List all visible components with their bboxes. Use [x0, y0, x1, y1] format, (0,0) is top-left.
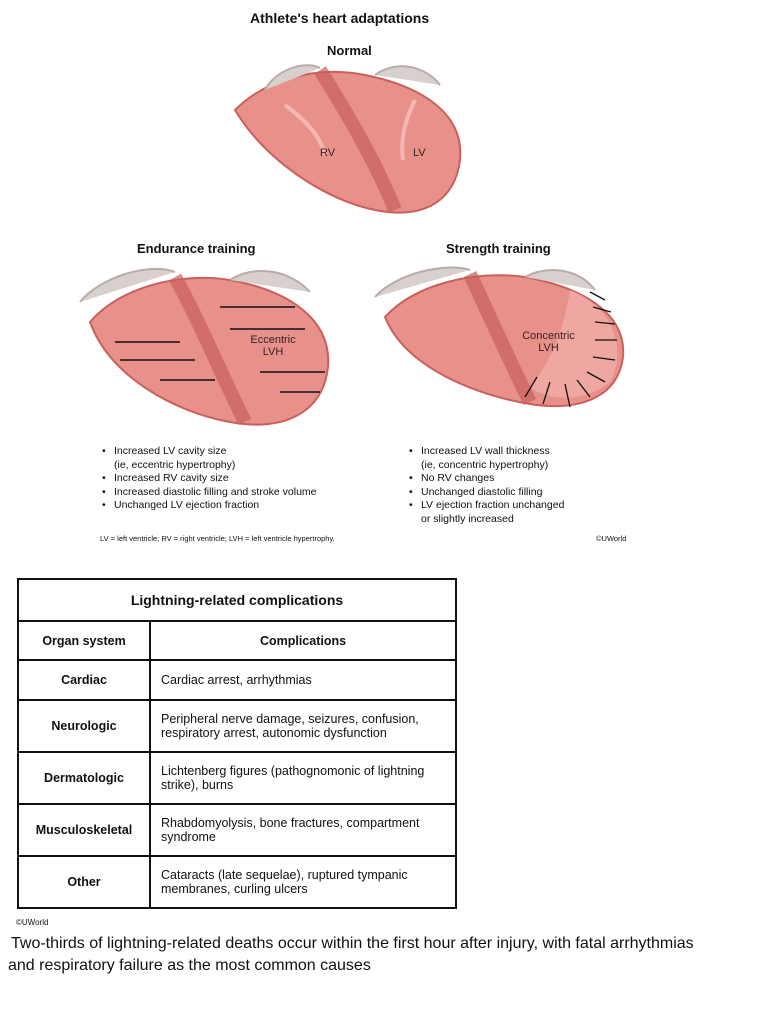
- table-row: Other Cataracts (late sequelae), rupture…: [17, 855, 457, 909]
- caption-text: Two-thirds of lightning-related deaths o…: [8, 935, 694, 974]
- table-row: Neurologic Peripheral nerve damage, seiz…: [17, 699, 457, 753]
- normal-rv-label: RV: [320, 147, 336, 159]
- table-header-row: Organ system Complications: [17, 620, 457, 661]
- complications-cell: Cataracts (late sequelae), ruptured tymp…: [149, 855, 457, 909]
- strength-heart-label-line1: Concentric: [522, 330, 575, 342]
- organ-cell: Neurologic: [17, 699, 151, 753]
- lightning-complications-table: Lightning-related complications Organ sy…: [17, 578, 457, 909]
- normal-heart-label: Normal: [327, 43, 372, 58]
- strength-heart-label-line2: LVH: [538, 342, 559, 354]
- endurance-bullet: Increased LV cavity size (ie, eccentric …: [100, 445, 317, 472]
- strength-bullet-list: Increased LV wall thickness (ie, concent…: [407, 445, 564, 526]
- endurance-heart-label: Eccentric LVH: [248, 334, 298, 358]
- complications-cell: Peripheral nerve damage, seizures, confu…: [149, 699, 457, 753]
- strength-heart-illustration: [374, 266, 625, 408]
- normal-heart-illustration: [233, 64, 462, 214]
- strength-heart-label: Concentric LVH: [516, 330, 581, 354]
- strength-bullet: Unchanged diastolic filling: [407, 486, 564, 500]
- endurance-bullet-list: Increased LV cavity size (ie, eccentric …: [100, 445, 317, 513]
- column-header-complications: Complications: [149, 620, 457, 661]
- figure-copyright: ©UWorld: [596, 534, 627, 543]
- endurance-bullet: Unchanged LV ejection fraction: [100, 499, 317, 513]
- figure-title: Athlete's heart adaptations: [250, 10, 430, 26]
- table-title: Lightning-related complications: [17, 578, 457, 622]
- endurance-heart-label-line2: LVH: [262, 346, 284, 358]
- normal-lv-label: LV: [413, 147, 426, 159]
- endurance-heart-label-line1: Eccentric: [250, 334, 296, 346]
- strength-bullet: No RV changes: [407, 472, 564, 486]
- table-row: Cardiac Cardiac arrest, arrhythmias: [17, 659, 457, 701]
- strength-bullet: LV ejection fraction unchanged or slight…: [407, 499, 564, 526]
- endurance-training-label: Endurance training: [137, 241, 256, 256]
- complications-cell: Rhabdomyolysis, bone fractures, compartm…: [149, 803, 457, 857]
- complications-cell: Cardiac arrest, arrhythmias: [149, 659, 457, 701]
- column-header-organ-system: Organ system: [17, 620, 151, 661]
- strength-training-label: Strength training: [446, 241, 551, 256]
- table-row: Dermatologic Lichtenberg figures (pathog…: [17, 751, 457, 805]
- organ-cell: Other: [17, 855, 151, 909]
- table-title-row: Lightning-related complications: [17, 578, 457, 622]
- organ-cell: Cardiac: [17, 659, 151, 701]
- organ-cell: Musculoskeletal: [17, 803, 151, 857]
- endurance-heart-illustration: [79, 267, 330, 426]
- table-copyright: ©UWorld: [16, 918, 49, 927]
- strength-bullet: Increased LV wall thickness (ie, concent…: [407, 445, 564, 472]
- table-row: Musculoskeletal Rhabdomyolysis, bone fra…: [17, 803, 457, 857]
- figure-footnote: LV = left ventricle; RV = right ventricl…: [100, 534, 335, 543]
- endurance-bullet: Increased diastolic filling and stroke v…: [100, 486, 317, 500]
- complications-cell: Lichtenberg figures (pathognomonic of li…: [149, 751, 457, 805]
- endurance-bullet: Increased RV cavity size: [100, 472, 317, 486]
- organ-cell: Dermatologic: [17, 751, 151, 805]
